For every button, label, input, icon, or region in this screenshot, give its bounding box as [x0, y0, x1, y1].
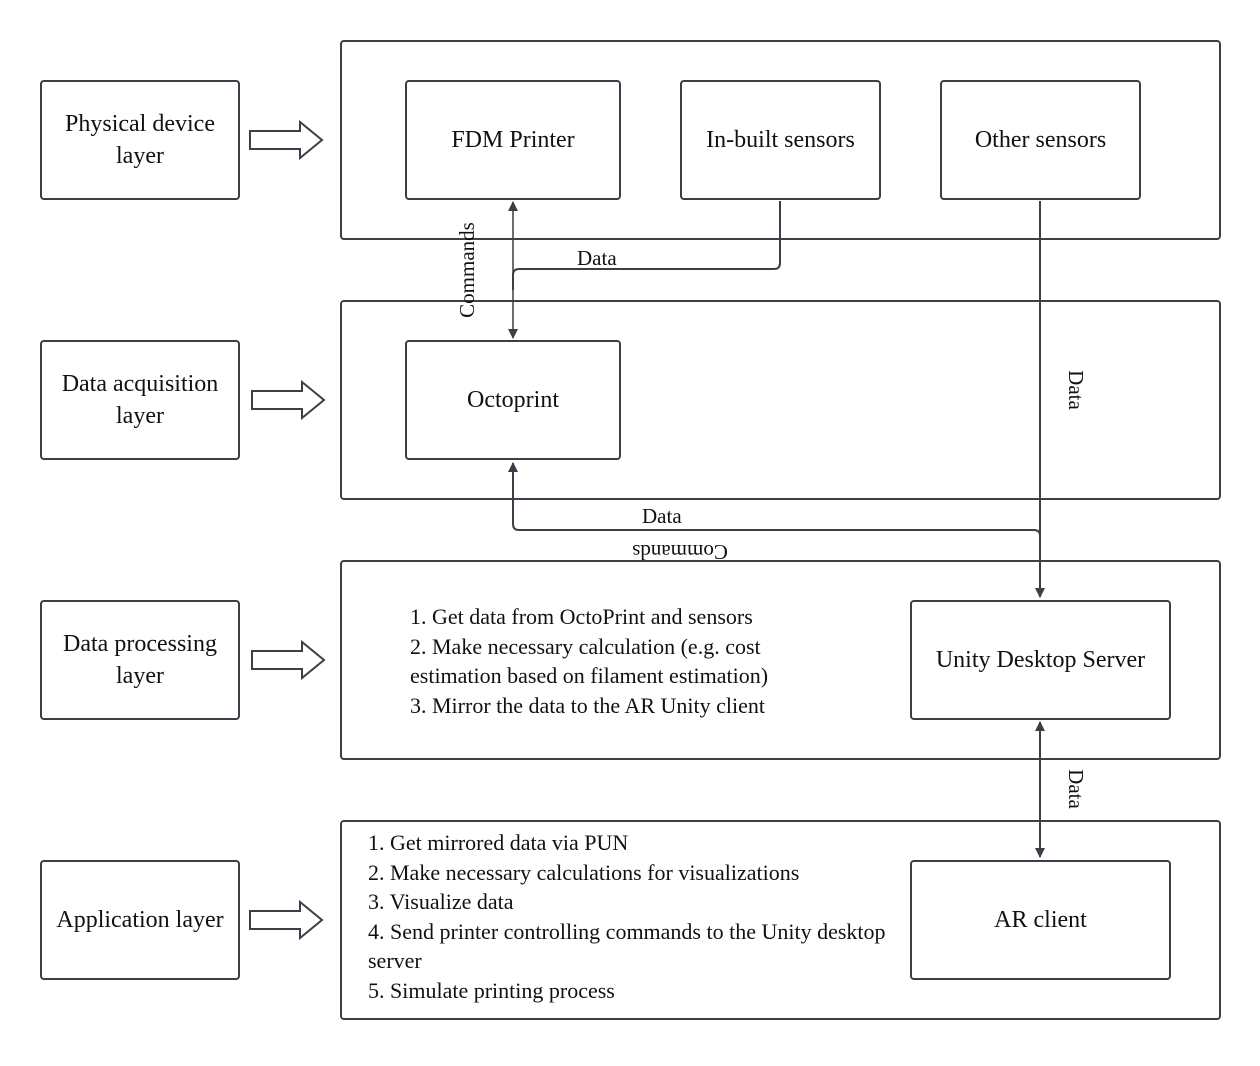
fdm-printer-node: FDM Printer	[405, 80, 621, 200]
processing-step: 3. Mirror the data to the AR Unity clien…	[410, 692, 765, 718]
ar-client-label: AR client	[994, 907, 1087, 933]
layer-application-label: Application layer	[56, 907, 224, 933]
application-step: 5. Simulate printing process	[368, 977, 615, 1003]
application-step: 1. Get mirrored data via PUN	[368, 830, 629, 855]
edge-label-data-other-sensors: Data	[1064, 370, 1088, 410]
octoprint-label: Octoprint	[467, 387, 559, 413]
ar-client-node: AR client	[910, 860, 1171, 980]
inbuilt-sensors-label: In-built sensors	[706, 127, 855, 153]
other-sensors-node: Other sensors	[940, 80, 1141, 200]
unity-server-label: Unity Desktop Server	[935, 647, 1146, 673]
other-sensors-label: Other sensors	[974, 127, 1107, 153]
layer-application-box: Application layer	[40, 860, 240, 980]
application-step: 3. Visualize data	[368, 889, 514, 914]
hollow-arrow-physical	[249, 119, 324, 161]
layer-acquisition-box: Data acquisition layer	[40, 340, 240, 460]
hollow-arrow-processing	[251, 639, 326, 681]
edge-server-octoprint	[508, 462, 1041, 560]
edge-data-sensors-octoprint	[512, 201, 781, 290]
hollow-arrow-application	[249, 899, 324, 941]
processing-step: 1. Get data from OctoPrint and sensors	[410, 604, 753, 629]
octoprint-node: Octoprint	[405, 340, 621, 460]
application-step: 4. Send printer controlling commands to …	[368, 918, 886, 974]
layer-physical-label: Physical device layer	[65, 111, 215, 169]
unity-server-node: Unity Desktop Server	[910, 600, 1171, 720]
layer-physical-box: Physical device layer	[40, 80, 240, 200]
edge-label-commands-upside-down: Commands	[632, 540, 728, 564]
edge-label-data-server-ar: Data	[1064, 769, 1088, 809]
hollow-arrow-acquisition	[251, 379, 326, 421]
edge-label-commands-vertical: Commands	[455, 222, 479, 318]
layer-processing-box: Data processing layer	[40, 600, 240, 720]
application-steps-list: 1. Get mirrored data via PUN 2. Make nec…	[368, 828, 888, 1005]
application-step: 2. Make necessary calculations for visua…	[368, 859, 800, 885]
layer-processing-label: Data processing layer	[63, 631, 217, 689]
edge-label-data-server-octoprint: Data	[642, 504, 682, 528]
fdm-printer-label: FDM Printer	[451, 127, 575, 153]
processing-steps-list: 1. Get data from OctoPrint and sensors 2…	[410, 602, 850, 720]
layer-acquisition-label: Data acquisition layer	[61, 371, 219, 429]
inbuilt-sensors-node: In-built sensors	[680, 80, 881, 200]
edge-label-data-sensors: Data	[577, 246, 617, 270]
processing-step: 2. Make necessary calculation (e.g. cost…	[410, 633, 769, 689]
